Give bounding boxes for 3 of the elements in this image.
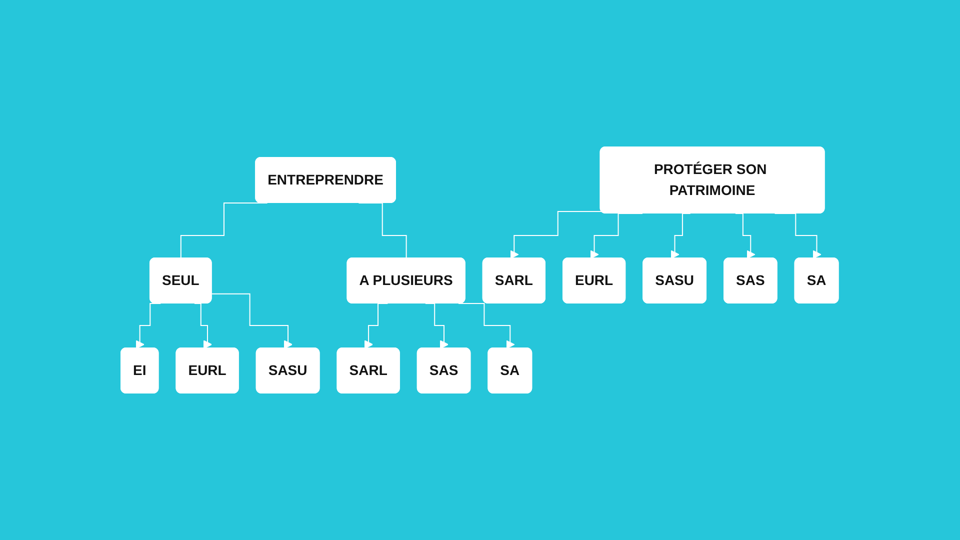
arrow [458,303,516,349]
arrow [510,211,603,259]
arrow [212,293,293,349]
